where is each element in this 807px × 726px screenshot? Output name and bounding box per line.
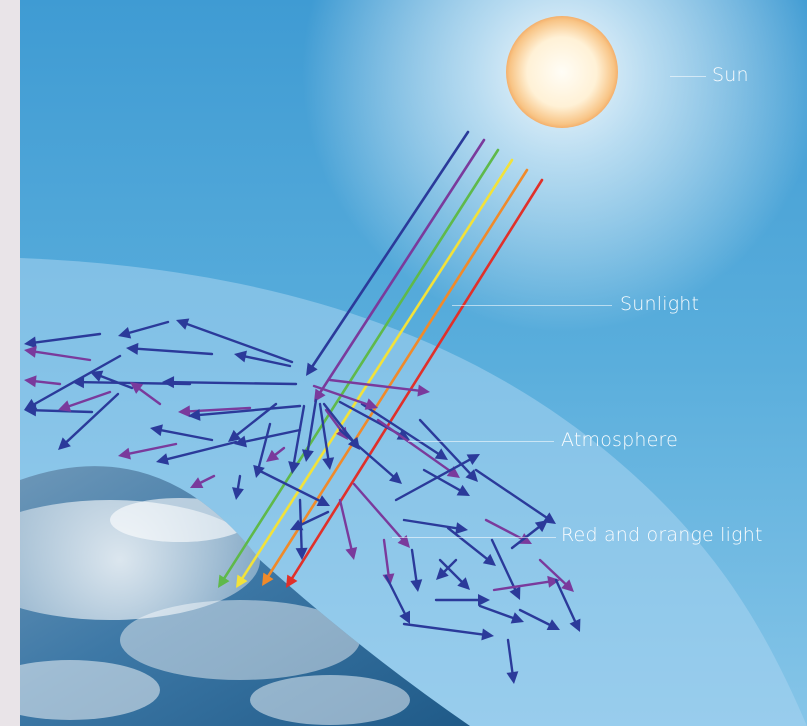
earth-icon bbox=[20, 466, 470, 726]
scatter-arrow bbox=[118, 442, 178, 460]
scatter-arrow bbox=[360, 402, 448, 460]
scatter-arrow bbox=[318, 402, 335, 470]
sun-label: Sun bbox=[712, 64, 749, 86]
scatter-arrow bbox=[394, 454, 480, 502]
yellow-beam-arrow bbox=[236, 158, 514, 588]
red-orange-label: Red and orange light bbox=[561, 524, 763, 546]
scatter-arrow bbox=[384, 574, 410, 624]
scatter-arrow bbox=[402, 518, 468, 535]
scatter-arrow bbox=[402, 622, 494, 641]
orange-beam-arrow bbox=[262, 168, 529, 586]
atmosphere-label: Atmosphere bbox=[561, 429, 679, 451]
scatter-arrow bbox=[24, 375, 62, 388]
scatter-arrow bbox=[234, 428, 302, 448]
scatter-arrow bbox=[338, 428, 402, 484]
sun-glow bbox=[302, 0, 807, 332]
sunlight-beams bbox=[218, 130, 544, 588]
scatter-arrow bbox=[24, 345, 92, 362]
scatter-arrow bbox=[376, 418, 460, 478]
scatter-arrow bbox=[58, 392, 120, 450]
scatter-arrow bbox=[90, 370, 134, 390]
scatter-arrow bbox=[232, 474, 244, 500]
scatter-arrow bbox=[436, 558, 458, 580]
scatter-arrow bbox=[301, 398, 318, 462]
scattered-blue-light bbox=[24, 318, 581, 684]
scatter-arrow bbox=[538, 558, 574, 592]
sun-icon bbox=[506, 16, 618, 128]
scatter-arrow bbox=[506, 638, 519, 684]
sunlight-leader-line bbox=[452, 305, 612, 306]
scatter-arrow bbox=[434, 594, 490, 606]
scatter-arrow bbox=[492, 575, 560, 592]
scatter-arrow bbox=[338, 498, 358, 560]
scatter-arrow bbox=[490, 538, 521, 600]
scatter-arrow bbox=[410, 548, 423, 592]
scatter-arrow bbox=[118, 320, 170, 339]
scatter-arrow bbox=[234, 350, 292, 368]
scatter-arrow bbox=[446, 526, 496, 566]
scatter-arrow bbox=[554, 578, 581, 632]
violet-beam-arrow bbox=[314, 138, 486, 402]
red-beam-arrow bbox=[286, 178, 544, 588]
sunlight-label: Sunlight bbox=[620, 293, 700, 315]
scatter-arrow bbox=[228, 402, 278, 442]
scatter-arrow bbox=[422, 468, 470, 496]
scatter-arrow bbox=[156, 440, 238, 465]
scatter-arrow bbox=[150, 424, 214, 442]
scatter-arrow bbox=[162, 376, 298, 389]
scatter-arrow bbox=[290, 510, 330, 531]
scatter-arrow bbox=[288, 404, 306, 474]
scatter-arrow bbox=[266, 446, 286, 462]
scatter-arrow bbox=[24, 404, 94, 417]
scatter-arrow bbox=[256, 468, 330, 506]
scatter-arrow bbox=[188, 404, 302, 421]
scatter-arrow bbox=[126, 342, 214, 356]
scatter-arrow bbox=[58, 390, 112, 412]
scatter-arrow bbox=[328, 378, 430, 397]
scatter-arrow bbox=[176, 318, 294, 364]
scatter-arrow bbox=[352, 482, 410, 548]
scatter-arrow bbox=[24, 332, 102, 349]
scatter-arrow bbox=[130, 382, 162, 406]
red-orange-leader-line bbox=[392, 537, 556, 538]
scatter-arrow bbox=[178, 405, 252, 418]
scatter-arrow bbox=[478, 604, 524, 624]
scatter-arrow bbox=[518, 608, 560, 630]
sun-leader-line bbox=[670, 76, 706, 77]
scatter-arrow bbox=[190, 474, 216, 488]
scatter-arrow bbox=[438, 558, 470, 590]
green-beam-arrow bbox=[218, 148, 500, 588]
atmosphere-leader-line bbox=[408, 441, 554, 442]
blue-beam-arrow bbox=[306, 130, 470, 376]
scatter-arrow bbox=[312, 384, 378, 410]
